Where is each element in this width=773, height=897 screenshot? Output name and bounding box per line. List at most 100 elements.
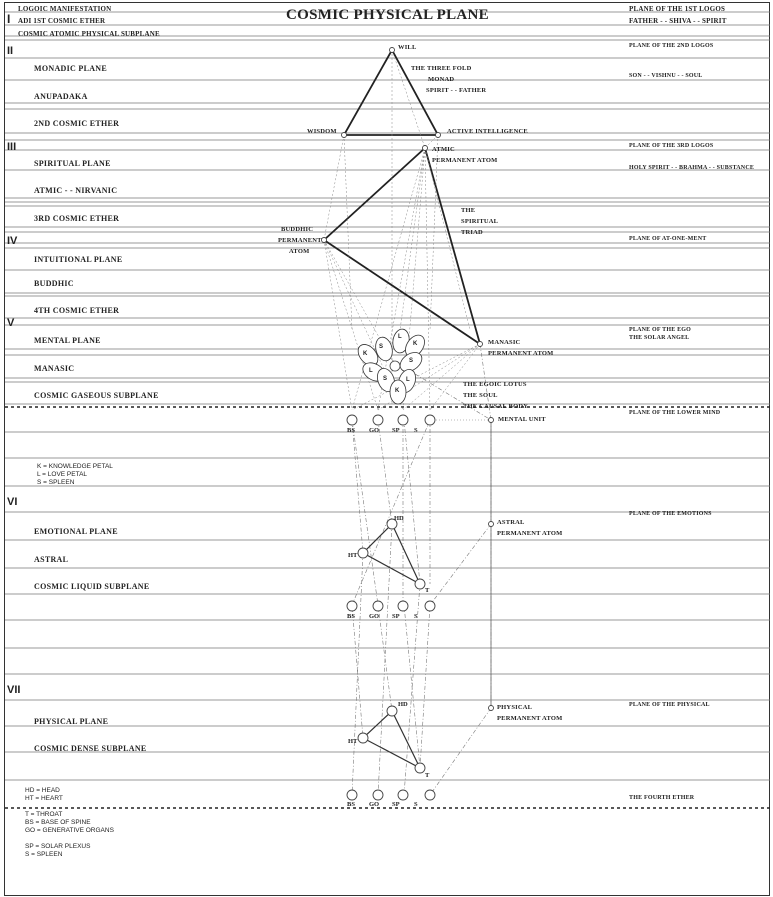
physical-lower-centre — [346, 789, 358, 801]
petal-letter-l: L — [398, 334, 402, 340]
connector-line — [323, 239, 353, 411]
centre-label-sp: SP — [392, 427, 400, 434]
legend-love-petal: L = LOVE PETAL — [37, 471, 88, 478]
astral-lower-centre — [346, 600, 358, 612]
will-label: WILL — [398, 44, 417, 51]
astral-lower-centre — [424, 600, 436, 612]
dashed-connector-line — [403, 583, 421, 796]
threefold-label-3: SPIRIT - - FATHER — [426, 87, 487, 94]
physical-lower-centre — [397, 789, 409, 801]
physical-atom-label-2: PERMANENT ATOM — [497, 715, 563, 722]
connector-line — [351, 343, 481, 411]
connector-line — [424, 147, 471, 331]
astral-centres-triangle — [362, 522, 422, 586]
petal-letter-l: L — [369, 368, 373, 374]
lower-mind-centre — [346, 414, 358, 426]
dashed-connector-line — [479, 343, 492, 421]
connector-line — [429, 343, 481, 411]
connector-line — [402, 343, 481, 411]
legend-sacrifice-petal: S = SPLEEN — [37, 479, 75, 486]
roman-numeral-vi: VI — [7, 496, 18, 508]
petal-letter-s: S — [383, 376, 388, 382]
triad-label-2: SPIRITUAL — [461, 218, 499, 225]
egoic-lotus-label-3: THE CAUSAL BODY — [463, 403, 529, 410]
astral-heart-centre — [357, 547, 369, 559]
active-intelligence-atom — [435, 132, 441, 138]
buddhic-atom-label-3: ATOM — [289, 248, 310, 255]
atmic-label-2: PERMANENT ATOM — [432, 157, 498, 164]
connector-line — [429, 134, 439, 331]
physical-head-centre — [386, 705, 398, 717]
lower-mind-centre — [424, 414, 436, 426]
petal-letter-l: L — [406, 377, 410, 383]
atmic-permanent-atom — [422, 145, 428, 151]
legend-spleen: S = SPLEEN — [25, 851, 63, 858]
physical-lower-centre — [424, 789, 436, 801]
physical-centre-label-bs: BS — [347, 801, 355, 808]
petal-letter-k: K — [395, 388, 400, 394]
spiritual-plane-label: SPIRITUAL PLANE — [34, 159, 111, 168]
astral-throat-centre — [414, 578, 426, 590]
astral-label: ASTRAL — [34, 555, 69, 564]
manasic-label: MANASIC — [34, 364, 75, 373]
second-cosmic-ether-label: 2ND COSMIC ETHER — [34, 119, 120, 128]
connector-line — [391, 49, 426, 149]
emotional-plane-label: EMOTIONAL PLANE — [34, 527, 118, 536]
wisdom-atom — [341, 132, 347, 138]
connector-line — [343, 134, 353, 331]
dashed-connector-line — [351, 419, 364, 554]
physical-permanent-atom — [488, 705, 494, 711]
the-solar-angel: THE SOLAR ANGEL — [629, 335, 690, 341]
dashed-connector-line — [377, 419, 393, 525]
astral-centre-label-ht: HT — [348, 552, 358, 559]
centre-label-bs: BS — [347, 427, 355, 434]
physical-heart-centre — [357, 732, 369, 744]
manasic-permanent-atom — [477, 341, 483, 347]
astral-centre-label-sp: SP — [392, 613, 400, 620]
lotus-petal — [375, 336, 393, 362]
buddhic-permanent-atom — [321, 237, 327, 243]
physical-centre-label-s: S — [414, 801, 418, 808]
astral-centre-label-go: GO — [369, 613, 380, 620]
anupadaka-label: ANUPADAKA — [34, 92, 88, 101]
petal-letter-s: S — [409, 358, 414, 364]
plane-of-the-lower-mind: PLANE OF THE LOWER MIND — [629, 410, 721, 416]
plane-of-third-logos: PLANE OF THE 3RD LOGOS — [629, 143, 714, 149]
page-title: COSMIC PHYSICAL PLANE — [286, 7, 489, 23]
intuitional-plane-label: INTUITIONAL PLANE — [34, 255, 123, 264]
manasic-atom-label-1: MANASIC — [488, 339, 521, 346]
the-fourth-ether: THE FOURTH ETHER — [629, 795, 695, 801]
astral-centre-label-hd: HD — [394, 515, 404, 522]
active-intelligence-label: ACTIVE INTELLIGENCE — [447, 128, 528, 135]
plane-of-the-physical: PLANE OF THE PHYSICAL — [629, 702, 710, 708]
connector-line — [323, 239, 393, 361]
connector-line — [323, 239, 379, 411]
connector-line — [351, 147, 426, 411]
astral-permanent-atom — [488, 521, 494, 527]
will-atom — [389, 47, 395, 53]
third-cosmic-ether-label: 3RD COSMIC ETHER — [34, 214, 120, 223]
dashed-connector-line — [429, 707, 492, 796]
fourth-cosmic-ether-label: 4TH COSMIC ETHER — [34, 306, 120, 315]
atmic-nirvanic-label: ATMIC - - NIRVANIC — [34, 186, 118, 195]
astral-lower-centre — [372, 600, 384, 612]
physical-centre-label-ht: HT — [348, 738, 358, 745]
astral-head-centre — [386, 518, 398, 530]
buddhic-atom-label-1: BUDDHIC — [281, 226, 314, 233]
dashed-connector-line — [377, 523, 393, 796]
mental-unit-label: MENTAL UNIT — [498, 416, 546, 423]
manasic-atom-label-2: PERMANENT ATOM — [488, 350, 554, 357]
holy-spirit-brahma-substance: HOLY SPIRIT - - BRAHMA - - SUBSTANCE — [629, 165, 755, 171]
legend-heart: HT = HEART — [25, 795, 63, 802]
atmic-label-1: ATMIC — [432, 146, 455, 153]
physical-centre-label-hd: HD — [398, 701, 408, 708]
egoic-lotus-label-2: THE SOUL — [463, 392, 498, 399]
roman-numeral-iv: IV — [7, 235, 18, 247]
physical-centre-label-sp: SP — [392, 801, 400, 808]
petal-letter-s: S — [379, 344, 384, 350]
dashed-connector-line — [351, 419, 431, 606]
legend-head: HD = HEAD — [25, 787, 60, 794]
connector-line — [323, 134, 345, 241]
roman-numeral-vii: VII — [7, 684, 21, 696]
plane-of-first-logos: PLANE OF THE 1ST LOGOS — [629, 5, 726, 13]
